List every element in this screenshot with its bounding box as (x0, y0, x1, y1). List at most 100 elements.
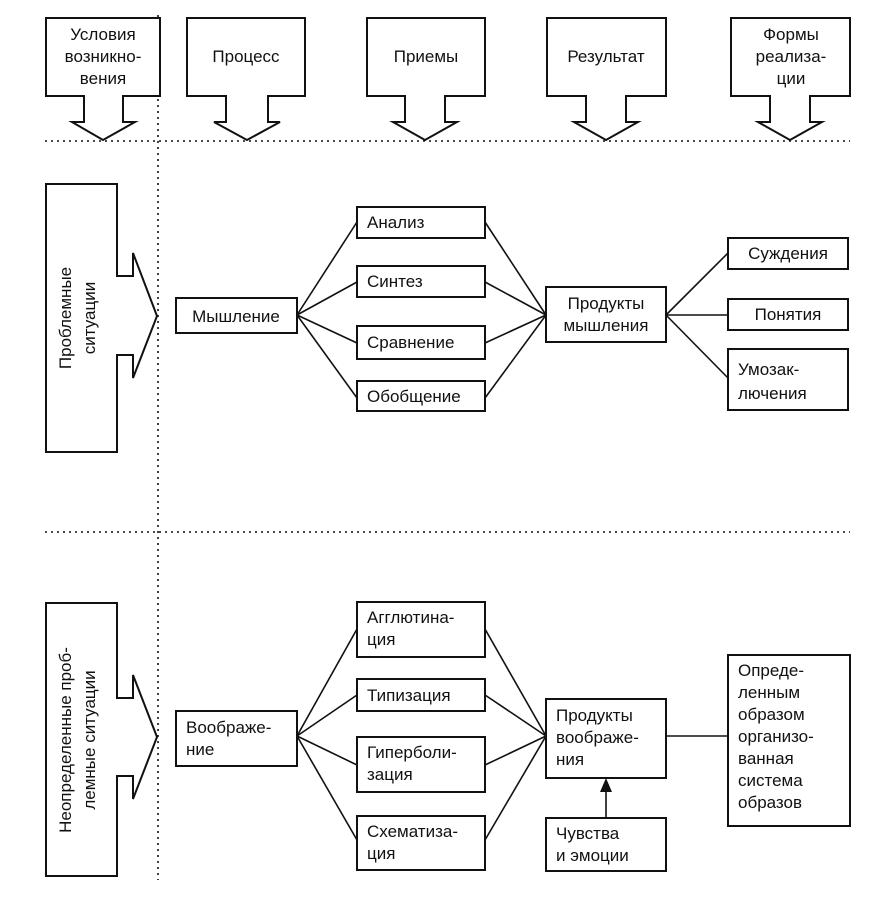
header-forms-label-line: реализа- (756, 47, 827, 66)
imagination-result-label-line: воображе- (556, 728, 639, 747)
thinking-form-concepts-label-line: Понятия (755, 305, 822, 324)
imagination-technique-hyperbolization-label: Гиперболи-зация (367, 743, 457, 784)
thinking-process-label: Мышление (192, 307, 280, 326)
thinking-condition-label-line: Проблемные (56, 267, 75, 369)
imagination-technique-schematization-box: Схематиза-ция (356, 815, 486, 871)
thinking-result-label: Продукты мышления (563, 294, 648, 335)
imagination-technique-hyperbolization-box: Гиперболи-зация (356, 736, 486, 793)
thinking-form-inferences-label: Умозак-лючения (738, 360, 807, 403)
imagination-condition-label: Неопределенные проб-лемные ситуации (56, 647, 99, 833)
imagination-technique-hyperbolization-label-line: зация (367, 765, 413, 784)
imagination-process-box: Воображе-ние (175, 710, 298, 767)
imagination-technique-typification-box: Типизация (356, 678, 486, 712)
thinking-form-inferences-box: Умозак-лючения (727, 348, 849, 411)
thinking-technique-synthesis-label: Синтез (367, 272, 423, 291)
imagination-result-label-line: ния (556, 750, 584, 769)
thinking-technique-comparison-box: Сравнение (356, 325, 486, 360)
imagination-forms-label-line: ленным (738, 683, 800, 702)
imagination-result-label-line: Продукты (556, 706, 633, 725)
thinking-technique-analysis-box: Анализ (356, 206, 486, 239)
imagination-result-label: Продукты воображе-ния (556, 706, 639, 769)
thinking-process-label-line: Мышление (192, 307, 280, 326)
imagination-section: Неопределенные проб-лемные ситуации Вооб… (45, 601, 851, 877)
imagination-technique-typification-label: Типизация (367, 686, 451, 705)
header-conditions-arrow: Условия возникно-вения (45, 17, 161, 142)
header-result-arrow: Результат (546, 17, 667, 142)
thinking-result-label-line: Продукты (568, 294, 645, 313)
imagination-feelings-label: Чувства и эмоции (556, 824, 629, 865)
imagination-technique-schematization-label: Схематиза-ция (367, 822, 458, 863)
thinking-form-judgments-box: Суждения (727, 237, 849, 270)
imagination-forms-label-line: ванная (738, 749, 794, 768)
header-process-arrow: Процесс (186, 17, 306, 142)
imagination-process-label-line: ние (186, 740, 214, 759)
imagination-process-label-line: Воображе- (186, 718, 271, 737)
imagination-technique-agglutination-box: Агглютина-ция (356, 601, 486, 658)
header-techniques-arrow: Приемы (366, 17, 486, 142)
thinking-form-judgments-label-line: Суждения (748, 244, 828, 263)
header-conditions-label-line: возникно- (65, 47, 142, 66)
thinking-technique-analysis-label-line: Анализ (367, 213, 425, 232)
header-conditions-label-line: вения (80, 69, 126, 88)
thinking-technique-generalization-label-line: Обобщение (367, 387, 461, 406)
header-row: Условия возникно-вения Процесс Приемы Рез… (45, 17, 851, 142)
thinking-result-label-line: мышления (563, 316, 648, 335)
thinking-form-judgments-label: Суждения (748, 244, 828, 263)
imagination-feelings-label-line: и эмоции (556, 846, 629, 865)
header-result-label: Результат (567, 47, 645, 66)
imagination-forms-label-line: образом (738, 705, 805, 724)
imagination-forms-box: Опреде-ленным образом организо-ванная систе… (727, 654, 851, 827)
header-forms-arrow: Формы реализа-ции (730, 17, 851, 142)
imagination-forms-label-line: система (738, 771, 803, 790)
header-process-label-line: Процесс (212, 47, 280, 66)
imagination-condition-label-line: лемные ситуации (80, 670, 99, 809)
imagination-technique-typification-label-line: Типизация (367, 686, 451, 705)
thinking-technique-generalization-box: Обобщение (356, 380, 486, 412)
thinking-technique-generalization-label: Обобщение (367, 387, 461, 406)
feelings-arrow-head (600, 778, 612, 792)
thinking-technique-synthesis-label-line: Синтез (367, 272, 423, 291)
thinking-section: Проблемные ситуации Мышление Анализ Синте… (45, 183, 849, 453)
thinking-technique-comparison-label: Сравнение (367, 333, 454, 352)
thinking-condition-label: Проблемные ситуации (56, 267, 99, 369)
thinking-condition-arrow: Проблемные ситуации (45, 183, 159, 453)
imagination-technique-agglutination-label-line: Агглютина- (367, 608, 454, 627)
thinking-result-box: Продукты мышления (545, 286, 667, 343)
imagination-forms-label-line: Опреде- (738, 661, 804, 680)
header-forms-label: Формы реализа-ции (756, 25, 827, 88)
thinking-form-inferences-label-line: лючения (738, 384, 807, 403)
header-techniques-label-line: Приемы (394, 47, 459, 66)
header-forms-label-line: Формы (763, 25, 819, 44)
thinking-form-inferences-label-line: Умозак- (738, 360, 799, 379)
thinking-condition-label-line: ситуации (80, 282, 99, 354)
imagination-technique-schematization-label-line: ция (367, 844, 395, 863)
header-process-label: Процесс (212, 47, 280, 66)
header-techniques-label: Приемы (394, 47, 459, 66)
thinking-technique-synthesis-box: Синтез (356, 265, 486, 298)
imagination-technique-hyperbolization-label-line: Гиперболи- (367, 743, 457, 762)
imagination-condition-arrow: Неопределенные проб-лемные ситуации (45, 602, 159, 877)
imagination-technique-schematization-label-line: Схематиза- (367, 822, 458, 841)
imagination-feelings-box: Чувства и эмоции (545, 817, 667, 872)
imagination-technique-agglutination-label-line: ция (367, 630, 395, 649)
separators (45, 15, 850, 880)
imagination-forms-label-line: организо- (738, 727, 814, 746)
thinking-form-concepts-box: Понятия (727, 298, 849, 331)
imagination-feelings-label-line: Чувства (556, 824, 620, 843)
header-conditions-label: Условия возникно-вения (65, 25, 142, 88)
thinking-technique-analysis-label: Анализ (367, 213, 425, 232)
thinking-connectors (296, 221, 729, 399)
imagination-technique-agglutination-label: Агглютина-ция (367, 608, 454, 649)
imagination-forms-label: Опреде-ленным образом организо-ванная систе… (738, 661, 814, 812)
imagination-result-box: Продукты воображе-ния (545, 698, 667, 779)
thinking-technique-comparison-label-line: Сравнение (367, 333, 454, 352)
imagination-connectors (296, 628, 728, 841)
header-conditions-label-line: Условия (70, 25, 135, 44)
imagination-condition-label-line: Неопределенные проб- (56, 647, 75, 833)
imagination-process-label: Воображе-ние (186, 718, 271, 759)
thinking-form-concepts-label: Понятия (755, 305, 822, 324)
header-forms-label-line: ции (777, 69, 806, 88)
thinking-process-box: Мышление (175, 297, 298, 334)
imagination-forms-label-line: образов (738, 793, 802, 812)
